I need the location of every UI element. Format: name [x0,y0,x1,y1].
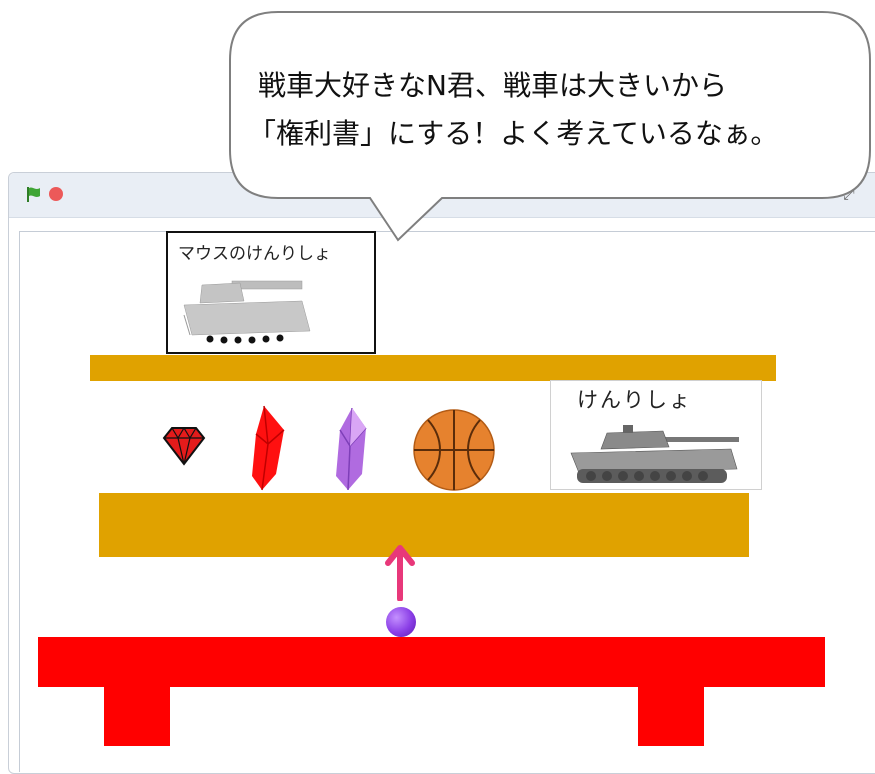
ruby-gem-icon[interactable] [160,424,208,466]
tank-icon [183,280,311,344]
fullscreen-icon[interactable]: ⤢ [843,187,855,203]
purple-ball-sprite[interactable] [386,607,416,637]
up-arrow-icon [385,545,415,601]
table-leg-left [104,686,170,746]
upper-shelf [90,355,776,381]
tank-icon [570,425,739,483]
basketball-icon[interactable] [412,408,496,492]
mouse-certificate-title: マウスのけんりしょ [178,244,331,264]
table-top [38,637,825,687]
green-flag-icon[interactable] [25,185,43,203]
mouse-certificate-sprite[interactable]: マウスのけんりしょ [166,231,376,354]
speech-bubble [220,8,875,248]
purple-crystal-icon[interactable] [332,406,370,492]
table-leg-right [638,686,704,746]
tank-certificate-sprite[interactable]: けんりしょ [550,380,762,490]
speech-text-line-1: 戦車大好きなN君、戦車は大きいから [258,69,727,102]
stop-icon[interactable] [49,187,63,201]
red-crystal-icon[interactable] [248,404,288,492]
middle-shelf [99,493,749,557]
tank-certificate-title: けんりしょ [577,388,692,412]
speech-text-line-2: 「権利書」にする！よく考えているなぁ。 [248,117,779,150]
